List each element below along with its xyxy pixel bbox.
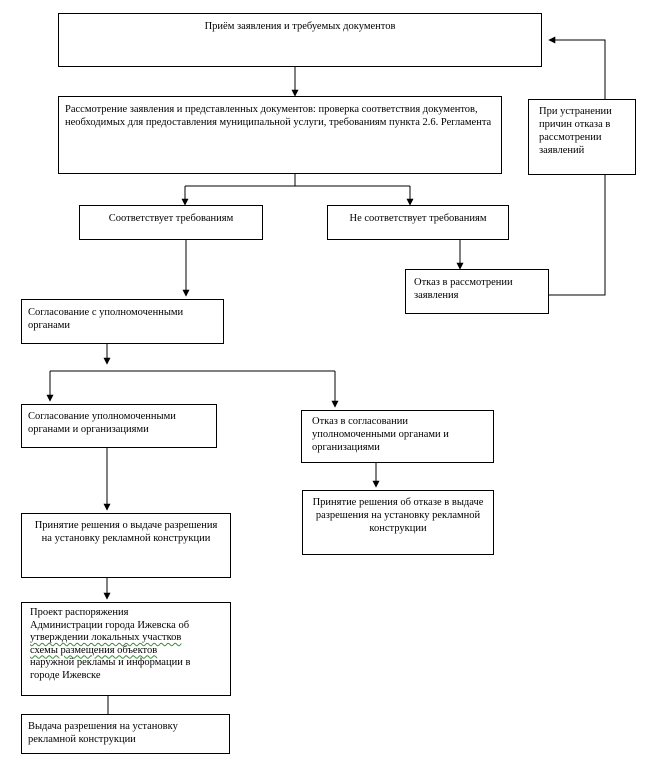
node-permit-issuance-text: Выдача разрешения на установку рекламной… (28, 721, 178, 745)
node-permit-issuance: Выдача разрешения на установку рекламной… (21, 714, 230, 754)
node-document-review: Рассмотрение заявления и представленных … (58, 96, 502, 174)
draft-order-line-1: Проект распоряжения (30, 607, 129, 618)
node-application-intake-text: Приём заявления и требуемых документов (204, 21, 396, 32)
node-approval-by-authorities: Согласование уполномоченными органами и … (21, 404, 217, 448)
node-approval-refusal-text: Отказ в согласовании уполномоченными орг… (312, 416, 449, 453)
node-document-review-text: Рассмотрение заявления и представленных … (65, 104, 492, 128)
node-approval-by-authorities-text: Согласование уполномоченными органами и … (28, 411, 176, 435)
node-meets-requirements-text: Соответствует требованиям (108, 213, 234, 224)
node-draft-order: Проект распоряжения Администрации города… (21, 602, 231, 696)
draft-order-line-2: Администрации города Ижевска об (30, 619, 190, 631)
draft-order-line-4: схемы размещения объектов (30, 644, 158, 656)
node-review-refusal: Отказ в рассмотрении заявления (405, 269, 549, 314)
draft-order-line-3: утверждении локальных участков (30, 632, 182, 643)
draft-order-line-5: наружной рекламы и информации в (30, 657, 191, 668)
node-review-refusal-text: Отказ в рассмотрении заявления (414, 277, 513, 301)
node-meets-requirements: Соответствует требованиям (79, 205, 263, 240)
node-approval-refusal: Отказ в согласовании уполномоченными орг… (301, 410, 494, 463)
node-eliminating-reasons-text: При устранении причин отказа в рассмотре… (539, 106, 612, 156)
node-coordination-authorities-text: Согласование с уполномоченными органами (28, 307, 184, 331)
node-coordination-authorities: Согласование с уполномоченными органами (21, 299, 224, 344)
node-eliminating-reasons: При устранении причин отказа в рассмотре… (528, 99, 636, 175)
node-denial-decision: Принятие решения об отказе в выдаче разр… (302, 490, 494, 555)
node-issue-decision-text: Принятие решения о выдаче разрешения на … (34, 520, 218, 544)
node-application-intake: Приём заявления и требуемых документов (58, 13, 542, 67)
node-issue-decision: Принятие решения о выдаче разрешения на … (21, 513, 231, 578)
node-fails-requirements: Не соответствует требованиям (327, 205, 509, 240)
node-denial-decision-text: Принятие решения об отказе в выдаче разр… (312, 497, 484, 534)
draft-order-line-6: городе Ижевске (30, 669, 101, 681)
node-fails-requirements-text: Не соответствует требованиям (349, 213, 487, 224)
